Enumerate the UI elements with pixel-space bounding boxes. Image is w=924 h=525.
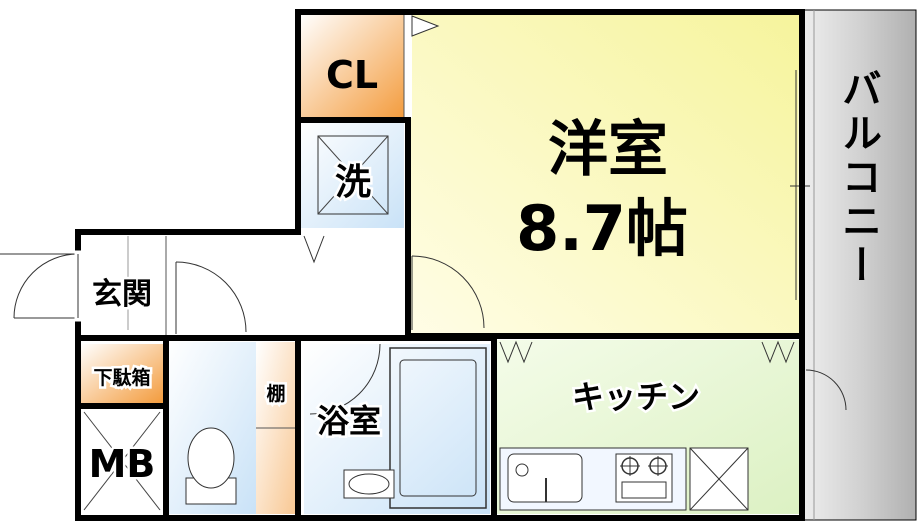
western-room-area — [410, 14, 800, 334]
shelf-label: 棚 — [266, 382, 285, 405]
entrance-area — [80, 232, 166, 332]
balcony-area — [801, 9, 917, 521]
balcony-label: バルコニー — [835, 68, 881, 288]
western-room-size: 8.7帖 — [516, 192, 688, 265]
bath-basin — [343, 469, 395, 499]
western-room-name: 洋室 — [548, 115, 668, 185]
meter-box-label: MB — [89, 442, 156, 486]
shoe-box-label: 下駄箱 — [93, 366, 150, 389]
stove — [615, 453, 673, 503]
kitchen-label: キッチン — [572, 378, 700, 416]
walls — [74, 9, 805, 521]
washer-label: 洗 — [335, 162, 371, 203]
washer-pan — [317, 135, 389, 215]
shoe-box-area — [80, 344, 164, 404]
closet-area — [300, 14, 408, 118]
washer-area — [300, 122, 404, 228]
entrance-label: 玄関 — [92, 277, 152, 312]
toilet-bowl — [187, 427, 235, 489]
bathtub — [389, 347, 487, 509]
bathroom-label: 浴室 — [317, 402, 381, 440]
closet-label: CL — [326, 53, 378, 97]
bathroom-area — [304, 344, 490, 514]
